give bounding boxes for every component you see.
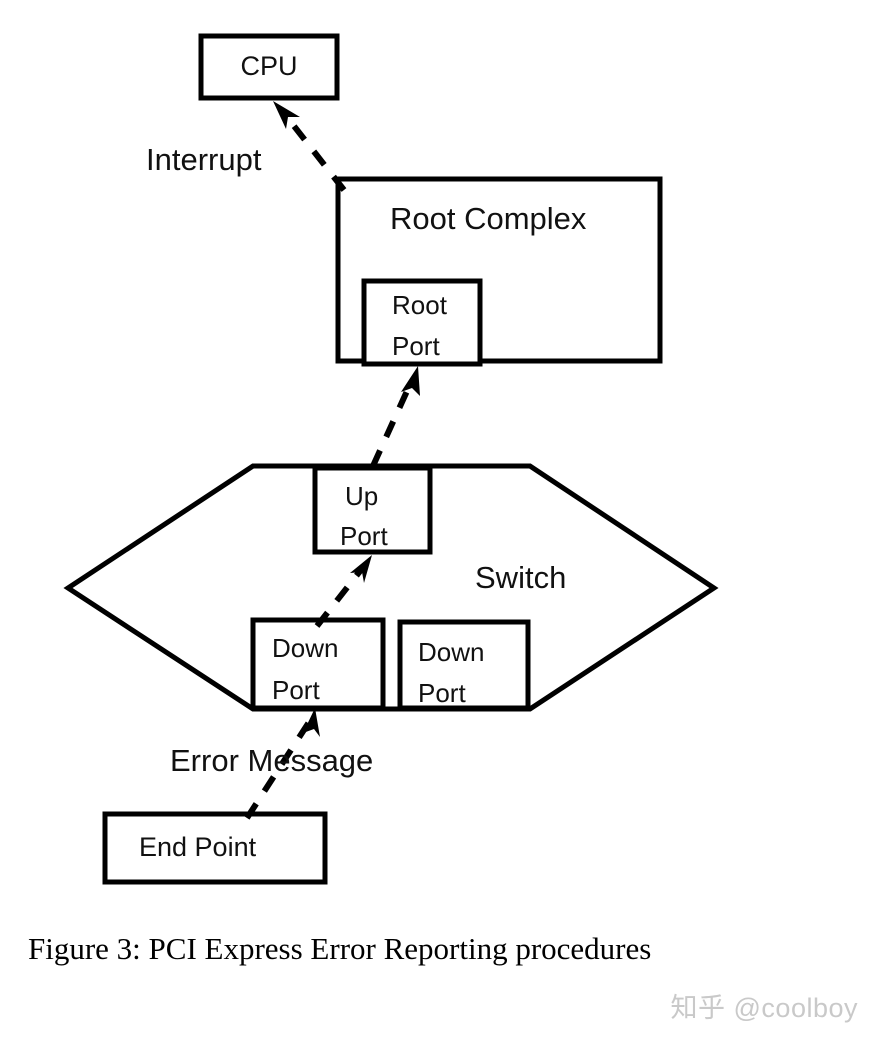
switch-label: Switch (475, 560, 566, 595)
down-port-2-label-line1: Down (418, 637, 484, 667)
root-port-label-line1: Root (392, 290, 448, 320)
down-port-2-box (397, 619, 531, 711)
watermark-site-label: 知乎 (670, 993, 726, 1023)
arrowhead-icon (350, 555, 372, 583)
arrowhead-icon (273, 101, 300, 129)
error-message-label: Error Message (170, 743, 373, 778)
up-port-box (312, 465, 433, 555)
arrowhead-icon (303, 708, 320, 737)
cpu-label: CPU (240, 51, 297, 81)
edge-down-port-to-up-port (314, 555, 372, 628)
down-port-2-label-line2: Port (418, 678, 466, 708)
end-point-box (102, 811, 328, 885)
up-port-label-line2: Port (340, 521, 388, 551)
watermark-handle: @coolboy (733, 993, 858, 1023)
edge-endpoint-to-down-port (244, 708, 320, 820)
edge-root-complex-to-cpu (273, 101, 347, 192)
cpu-box (198, 33, 340, 101)
watermark: 知乎@coolboy (671, 986, 858, 1025)
root-complex-box (335, 176, 663, 364)
down-port-1-label-line1: Down (272, 633, 338, 663)
interrupt-label: Interrupt (146, 142, 262, 177)
root-port-label-line2: Port (392, 331, 440, 361)
down-port-1-label-line2: Port (272, 675, 320, 705)
root-complex-label: Root Complex (390, 201, 587, 236)
edge-up-port-to-root-port (370, 366, 420, 468)
down-port-1-box (250, 617, 386, 711)
arrowhead-icon (401, 366, 420, 396)
end-point-label: End Point (139, 832, 257, 862)
up-port-label-line1: Up (345, 481, 378, 511)
root-port-box (361, 278, 483, 367)
figure-caption: Figure 3: PCI Express Error Reporting pr… (28, 931, 652, 966)
